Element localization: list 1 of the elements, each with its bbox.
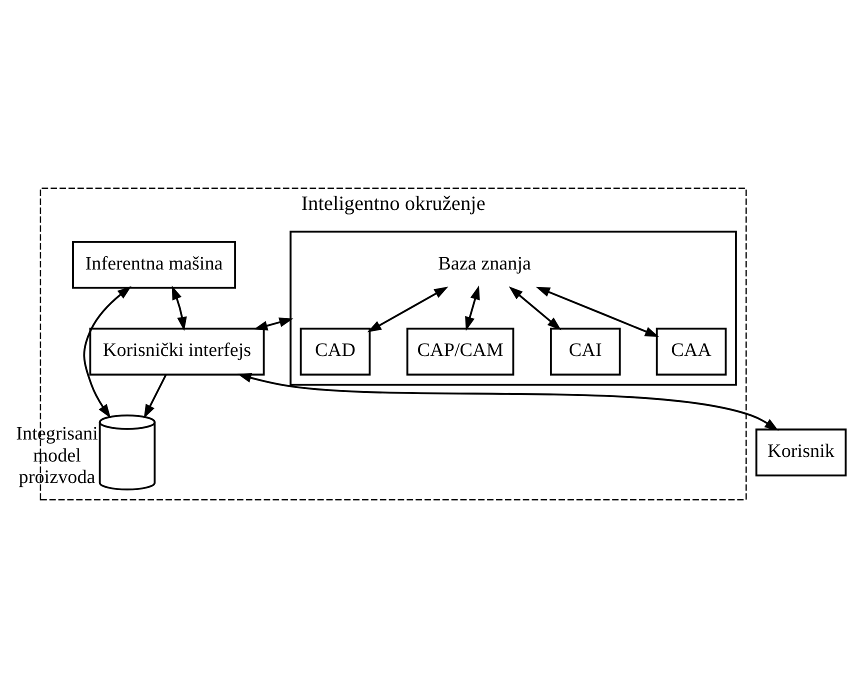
node-label: Integrisani model proizvoda [16, 423, 98, 488]
